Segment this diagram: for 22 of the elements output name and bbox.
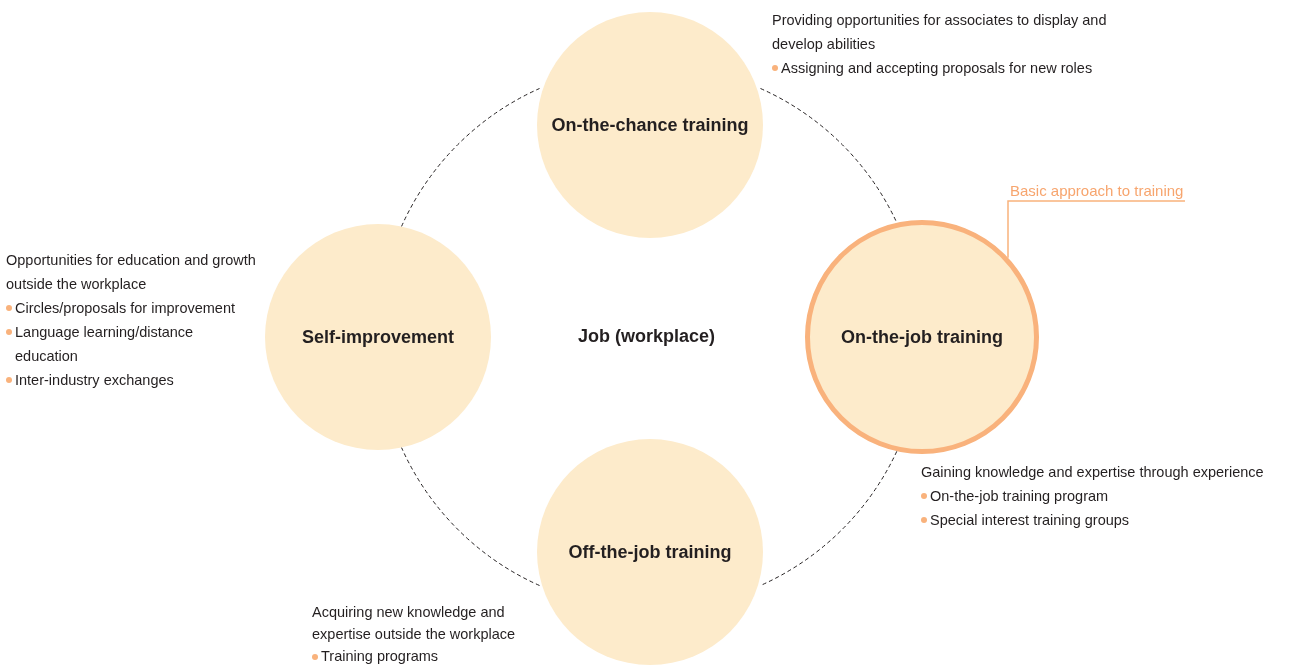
callout-text: Basic approach to training (1010, 182, 1184, 199)
bullet-item: Assigning and accepting proposals for new roles (772, 56, 1132, 80)
description-text: Acquiring new knowledge and expertise outside the workplace (312, 603, 517, 644)
bullet-item: Language learning/distance education (6, 320, 256, 368)
dashed-connector (401, 88, 540, 227)
circle-label: Off-the-job training (568, 541, 732, 563)
bullet-item: Inter-industry exchanges (6, 368, 256, 392)
circle-label: On-the-job training (841, 326, 1003, 348)
bullet-item: Circles/proposals for improvement (6, 296, 256, 320)
dashed-connector (760, 88, 898, 224)
description-text: Providing opportunities for associates to display and develop abilities (772, 11, 1108, 54)
dashed-connector (401, 447, 540, 586)
description-text: Gaining knowledge and expertise through experience (921, 463, 1265, 482)
circle-label: Self-improvement (301, 326, 454, 348)
bullet-item: Training programs (312, 645, 548, 667)
description-text: Opportunities for education and growth outside the workplace (6, 251, 256, 294)
bullet-item: On-the-job training program (921, 484, 1293, 508)
center-label: Job (workplace) (578, 326, 716, 347)
bullet-item: Special interest training groups (921, 508, 1293, 532)
circle-label: On-the-chance training (551, 114, 749, 136)
leader-line (1007, 200, 1186, 259)
dashed-connector (760, 450, 898, 586)
